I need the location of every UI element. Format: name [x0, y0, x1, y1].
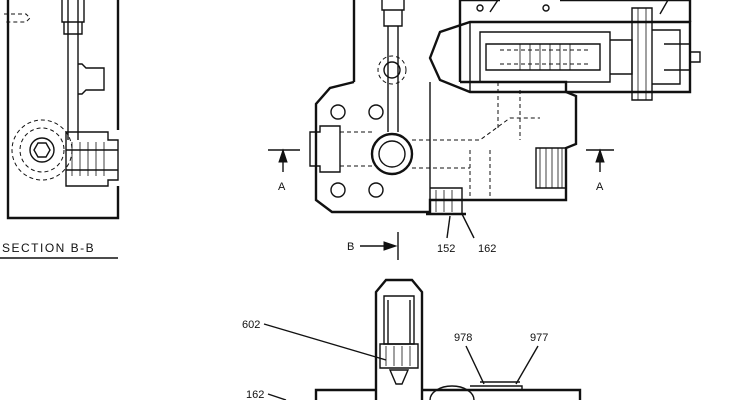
svg-text:152: 152: [437, 243, 455, 255]
main-body-outline: [314, 80, 578, 214]
callout-977: 977: [515, 332, 548, 385]
callout-602: 602: [242, 319, 387, 361]
callout-152: 152: [437, 215, 455, 255]
svg-text:977: 977: [530, 332, 548, 344]
section-b-b-title: SECTION B-B: [2, 241, 95, 255]
svg-text:602: 602: [242, 319, 260, 331]
svg-text:162: 162: [478, 243, 496, 255]
vertical-stem: [377, 0, 407, 132]
mounting-holes: [330, 104, 384, 198]
left-body-outline: [6, 0, 120, 220]
section-arrow-a-left: A: [268, 148, 300, 193]
svg-text:B: B: [347, 241, 354, 253]
right-port: [535, 147, 567, 189]
left-cartridge: [65, 131, 119, 187]
left-port-circles: [11, 119, 73, 181]
left-fitting: [309, 125, 341, 173]
relief-cartridge: [428, 0, 701, 101]
section-arrow-b: B: [347, 232, 399, 260]
port-hint-dashed: [4, 13, 31, 23]
section-b-b-view: SECTION B-B: [0, 0, 120, 259]
svg-text:162: 162: [246, 389, 264, 400]
callout-162-top: 162: [461, 213, 496, 255]
center-port: [370, 132, 414, 176]
section-arrow-a-right: A: [586, 148, 614, 193]
main-valve-view: A A B 152 162: [268, 0, 701, 260]
callout-162-bottom: 162: [246, 389, 287, 400]
left-plug: [78, 63, 105, 95]
svg-text:A: A: [596, 181, 604, 193]
bottom-cartridge: [374, 278, 424, 400]
bottom-valve-view: 602 978 977 162: [242, 278, 582, 400]
svg-text:978: 978: [454, 332, 472, 344]
svg-text:A: A: [278, 181, 286, 193]
callout-978: 978: [454, 332, 485, 385]
